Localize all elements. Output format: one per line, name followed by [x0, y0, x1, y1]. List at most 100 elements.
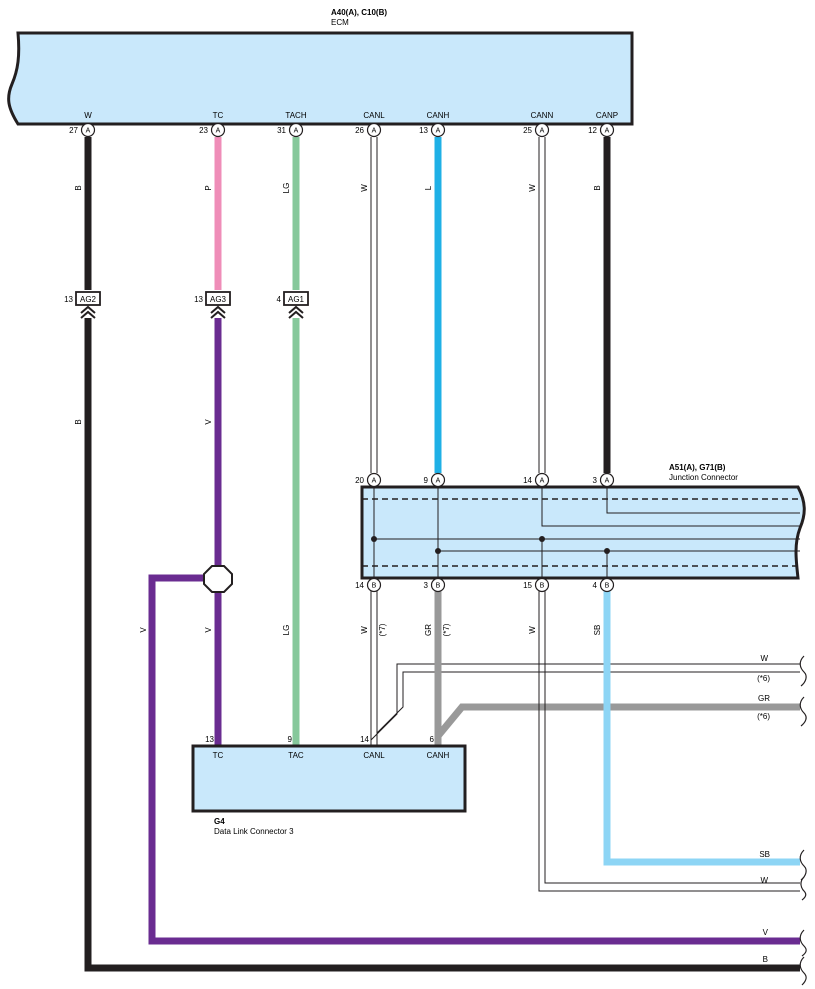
wire-color-label: W: [360, 184, 369, 192]
inline-chevron-icon: [288, 305, 304, 319]
junction-pin-number: 9: [424, 476, 429, 485]
wire-color-label: V: [204, 627, 213, 633]
connector-a-icon: A: [288, 122, 304, 138]
wire-color-label: V: [139, 627, 148, 633]
inline-chevron-icon: [210, 305, 226, 319]
dlc-pin-number: 9: [288, 735, 293, 744]
dlc-pin-name: TC: [213, 751, 224, 760]
connector-a-icon: A: [210, 122, 226, 138]
connector-letter: B: [372, 583, 377, 590]
ecm-name: ECM: [331, 18, 349, 27]
splice-point-icon: [203, 565, 233, 593]
inline-chevron-icon: [80, 305, 96, 319]
junction-node: [539, 536, 545, 542]
connector-letter: A: [540, 478, 545, 485]
inline-connector-label: AG1: [288, 295, 305, 304]
connector-letter: A: [605, 128, 610, 135]
output-wire-label: V: [763, 928, 769, 937]
wire-b-bottom: [84, 318, 800, 972]
junction-node: [435, 548, 441, 554]
upper-wires: [84, 137, 611, 473]
wire-w-jb15-r: [544, 590, 800, 884]
junction-body: [360, 485, 806, 580]
dlc-name: Data Link Connector 3: [214, 827, 294, 836]
wire-break-icon: [799, 655, 807, 687]
dlc-pin-name: CANL: [363, 751, 385, 760]
connector-a-icon: A: [80, 122, 96, 138]
junction-pin-number: 20: [355, 476, 364, 485]
wire-note-label: (*7): [442, 623, 451, 636]
junction-pin-number: 15: [523, 581, 532, 590]
ecm-pin-number: 31: [277, 126, 286, 135]
wire-v-branch: [148, 574, 800, 945]
dlc-component: 13 9 14 6 TC TAC CANL CANH G4 Data Link …: [191, 735, 467, 836]
connector-b-icon: B: [366, 577, 382, 593]
lower-wire-labels: V V LG W (*7) GR (*7) W SB: [139, 623, 602, 636]
wire-break-icon: [800, 876, 807, 901]
middle-wire-labels: B V: [74, 419, 213, 425]
junction-internal-wire: [606, 487, 800, 514]
ecm-pin-name: TC: [213, 111, 224, 120]
inline-connector-box: [205, 291, 231, 306]
inline-connectors: 13 AG2 13 AG3 4 AG1: [64, 291, 309, 319]
wire-color-label: W: [528, 184, 537, 192]
wire-color-label: LG: [282, 625, 291, 636]
output-wire-note: (*6): [757, 712, 770, 721]
wire-w6-top: [370, 663, 800, 741]
connector-letter: A: [294, 128, 299, 135]
junction-node: [371, 536, 377, 542]
junction-connector: A51(A), G71(B) Junction Connector 20 9 1…: [355, 463, 806, 593]
output-wire-label: W: [760, 876, 768, 885]
connector-a-icon: A: [366, 472, 382, 488]
wire-color-label: B: [74, 185, 83, 190]
ecm-pin-number: 23: [199, 126, 208, 135]
wire-sb: [603, 590, 800, 866]
wire-color-label: B: [593, 185, 602, 190]
connector-letter: A: [436, 478, 441, 485]
connector-letter: B: [540, 583, 545, 590]
junction-internal-wire: [541, 487, 800, 527]
wire-w-jb15-l: [538, 590, 800, 892]
wire-color-label: P: [204, 185, 213, 190]
connector-letter: A: [372, 128, 377, 135]
wire-color-label: GR: [424, 624, 433, 636]
connector-letter: A: [540, 128, 545, 135]
wire-break-icon: [799, 696, 807, 727]
ecm-pin-number: 25: [523, 126, 532, 135]
wire-gr6-branch: [435, 703, 800, 739]
connector-b-icon: B: [534, 577, 550, 593]
wire-color-label: SB: [593, 625, 602, 636]
connector-a-icon: A: [366, 122, 382, 138]
connector-letter: A: [372, 478, 377, 485]
ecm-pin-name: CANH: [427, 111, 450, 120]
ecm-pins: W TC TACH CANL CANH CANN CANP 27 23 31 2…: [69, 111, 618, 138]
junction-pin-number: 4: [593, 581, 598, 590]
connector-letter: A: [605, 478, 610, 485]
wire-color-label: W: [528, 626, 537, 634]
dlc-pin-number: 14: [360, 735, 369, 744]
inline-connector-box: [75, 291, 101, 306]
dlc-pin-name: TAC: [288, 751, 304, 760]
inline-connector-label: AG2: [80, 295, 97, 304]
wire-color-label: L: [424, 185, 433, 190]
output-wire-label: SB: [759, 850, 770, 859]
connector-a-icon: A: [430, 122, 446, 138]
connector-letter: A: [216, 128, 221, 135]
ecm-code: A40(A), C10(B): [331, 8, 387, 17]
ecm-body: [7, 31, 634, 126]
ecm-pin-number: 13: [419, 126, 428, 135]
connector-a-icon: A: [534, 122, 550, 138]
ecm-pin-name: TACH: [285, 111, 306, 120]
dlc-body: [191, 744, 467, 813]
inline-pin-number: 13: [194, 295, 203, 304]
output-wire-label: W: [760, 654, 768, 663]
connector-b-icon: B: [599, 577, 615, 593]
wire-w6-bottom: [376, 671, 800, 734]
lower-wires: [84, 318, 800, 972]
ecm-pin-number: 26: [355, 126, 364, 135]
connector-a-icon: A: [599, 472, 615, 488]
ecm-component: A40(A), C10(B) ECM: [7, 8, 634, 126]
ecm-pin-name: CANL: [363, 111, 385, 120]
junction-pin-number: 14: [523, 476, 532, 485]
